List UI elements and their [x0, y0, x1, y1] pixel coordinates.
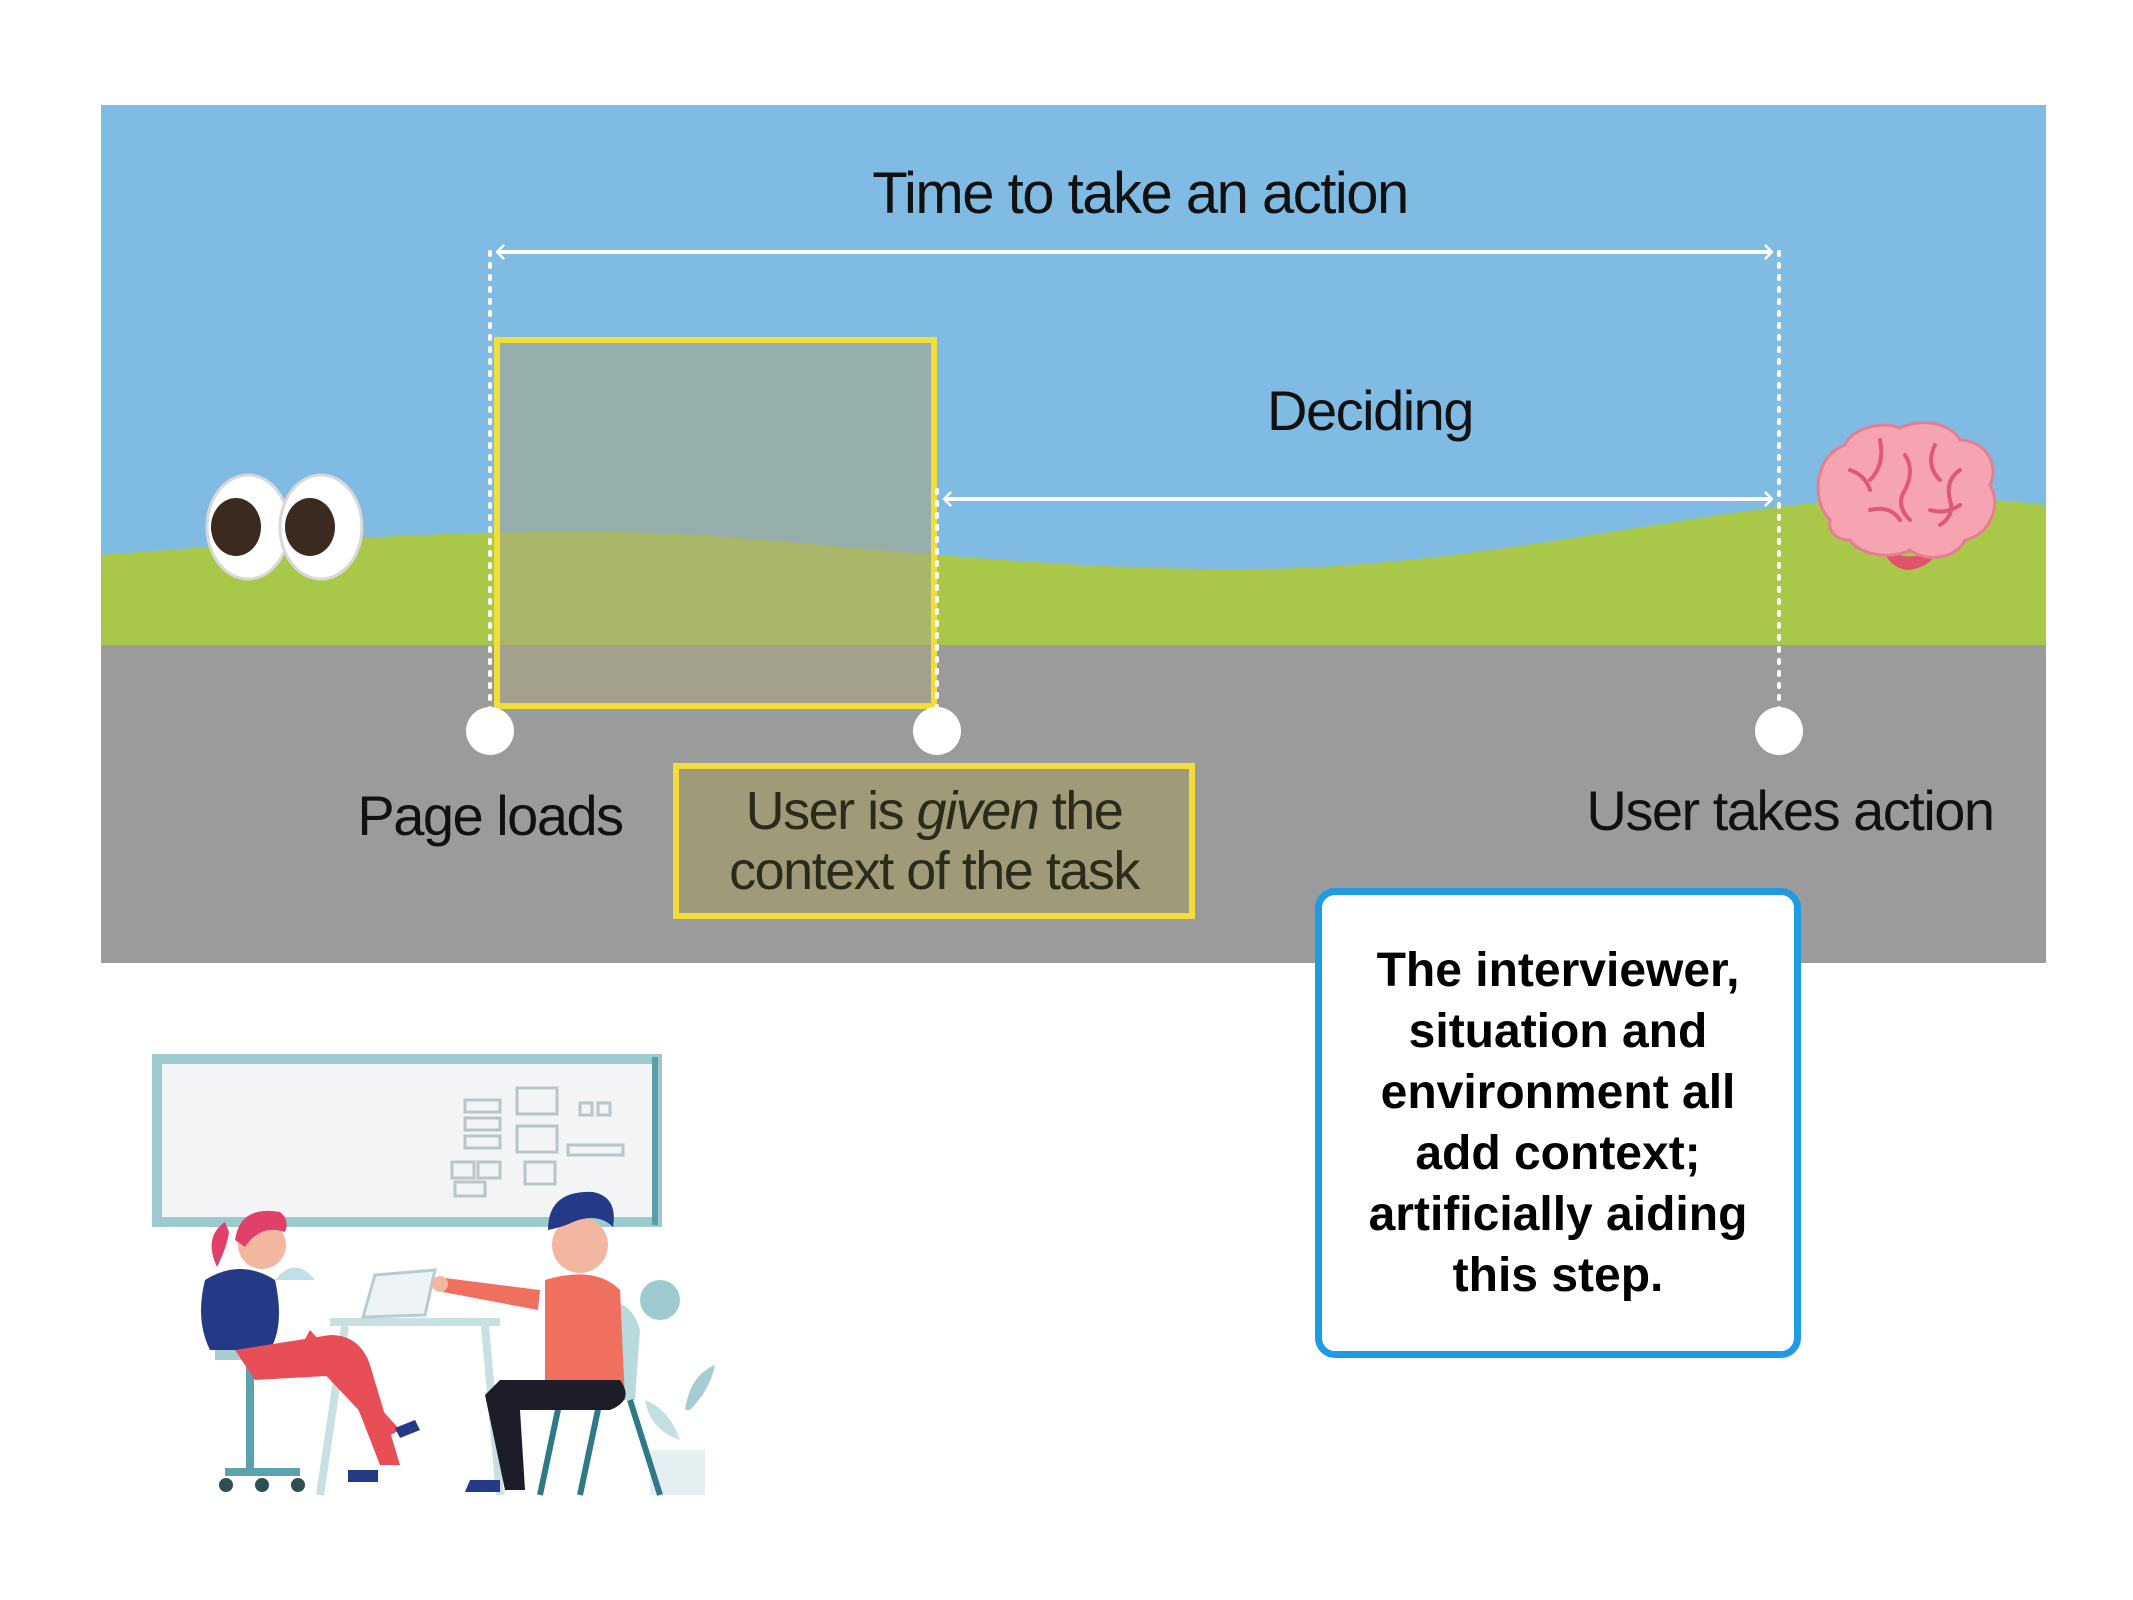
context-label-post: the context of the task: [729, 781, 1140, 901]
milestone-dot-action: [1755, 707, 1803, 755]
context-label-box: User is given the context of the task: [673, 763, 1195, 919]
context-highlight-region: [494, 337, 937, 709]
deciding-label: Deciding: [1267, 379, 1474, 442]
note-callout: The interviewer, situation and environme…: [1315, 888, 1801, 1358]
milestone-dot-page-loads: [466, 707, 514, 755]
context-label-pre: User is: [745, 781, 917, 841]
context-label: User is given the context of the task: [679, 781, 1189, 901]
context-label-emphasis: given: [916, 781, 1040, 841]
brain-icon: [1816, 421, 1997, 570]
note-text: The interviewer, situation and environme…: [1368, 944, 1748, 1302]
eyes-icon: [205, 473, 364, 581]
milestone-label-user-action: User takes action: [1586, 779, 1995, 842]
milestone-label-page-loads: Page loads: [357, 784, 624, 847]
interview-illustration: [152, 1054, 715, 1496]
total-time-label: Time to take an action: [872, 161, 1409, 226]
milestone-dot-context: [913, 707, 961, 755]
